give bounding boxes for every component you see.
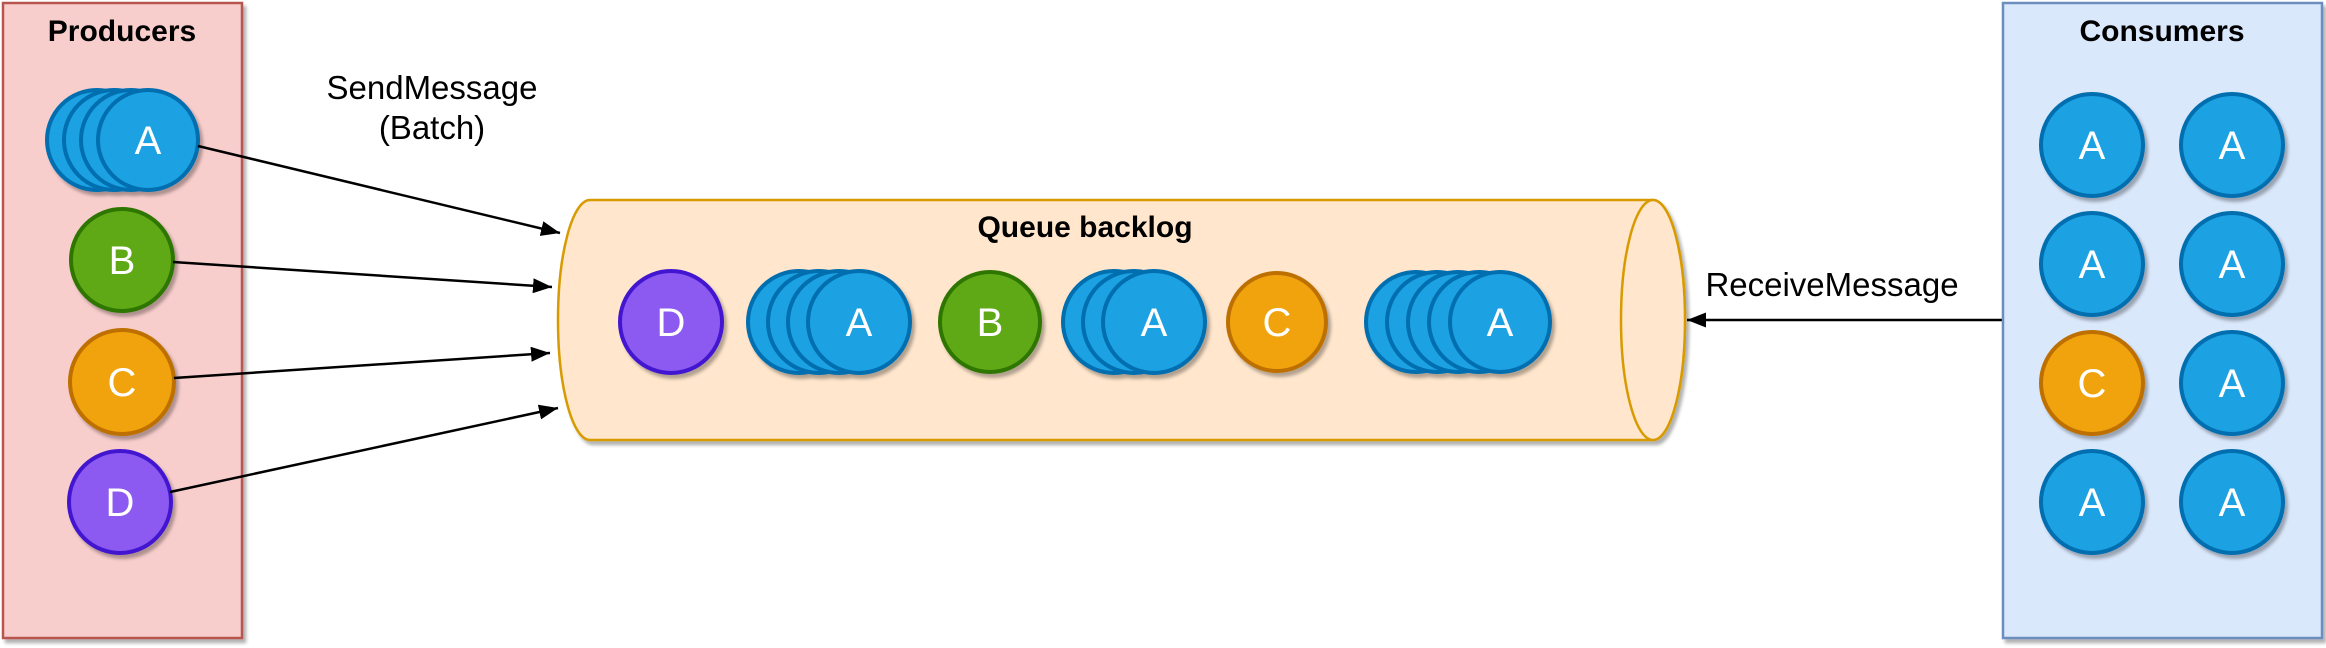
- queue-group: Queue backlog D A B A C: [556, 198, 1687, 442]
- node-circle: [67, 449, 173, 555]
- send-arrows-group: SendMessage (Batch): [169, 69, 561, 494]
- send-arrow-b: [172, 260, 553, 294]
- queue-item-a-stack-1: A: [746, 269, 912, 375]
- stack-circle-front: [1101, 269, 1207, 375]
- node-circle: [2179, 211, 2285, 317]
- consumer-node-label: A: [2079, 481, 2106, 525]
- consumer-node-label: C: [2078, 362, 2107, 406]
- consumer-node-3: A: [2039, 211, 2145, 317]
- node-circle: [2179, 330, 2285, 436]
- queue-item-label: C: [1263, 301, 1292, 345]
- producer-node-label: A: [135, 119, 162, 163]
- producer-node-b: B: [69, 207, 175, 313]
- send-arrow-d: [169, 404, 559, 494]
- node-circle: [69, 207, 175, 313]
- queue-title: Queue backlog: [977, 211, 1192, 244]
- consumer-node-8: A: [2179, 449, 2285, 555]
- send-arrow-c: [173, 346, 551, 380]
- queue-item-label: A: [1487, 301, 1514, 345]
- producer-node-c: C: [68, 328, 176, 436]
- producer-node-a-stack: A: [45, 88, 200, 192]
- node-circle: [618, 269, 724, 375]
- node-circle: [938, 270, 1042, 374]
- stack-circle-front: [96, 88, 200, 192]
- producer-node-d: D: [67, 449, 173, 555]
- node-circle: [68, 328, 176, 436]
- queue-item-label: A: [846, 301, 873, 345]
- consumer-node-2: A: [2179, 92, 2285, 198]
- send-message-label-line1: SendMessage: [327, 69, 538, 106]
- node-circle: [2039, 211, 2145, 317]
- queue-item-a-stack-3: A: [1364, 270, 1552, 374]
- consumer-node-label: A: [2219, 124, 2246, 168]
- node-circle: [2039, 449, 2145, 555]
- queue-item-c: C: [1226, 271, 1328, 373]
- consumer-node-label: A: [2079, 243, 2106, 287]
- node-circle: [2039, 92, 2145, 198]
- producers-group: Producers A B C D: [1, 1, 244, 640]
- node-circle: [2179, 449, 2285, 555]
- consumer-node-5: C: [2039, 330, 2145, 436]
- node-circle: [1226, 271, 1328, 373]
- node-circle: [2179, 92, 2285, 198]
- stack-circle-front: [1448, 270, 1552, 374]
- queue-item-a-stack-2: A: [1061, 269, 1207, 375]
- consumer-node-4: A: [2179, 211, 2285, 317]
- cylinder-cap: [1619, 198, 1687, 442]
- producers-title: Producers: [48, 15, 196, 48]
- queue-item-label: B: [977, 301, 1004, 345]
- consumers-title: Consumers: [2079, 15, 2244, 48]
- stack-circle-front: [806, 269, 912, 375]
- consumer-node-7: A: [2039, 449, 2145, 555]
- consumer-node-6: A: [2179, 330, 2285, 436]
- queue-item-d: D: [618, 269, 724, 375]
- producer-node-label: D: [106, 481, 135, 525]
- consumer-node-label: A: [2219, 481, 2246, 525]
- node-circle: [2039, 330, 2145, 436]
- receive-arrow-group: ReceiveMessage: [1687, 266, 2003, 328]
- consumers-box: [2001, 1, 2324, 640]
- producer-node-label: B: [109, 239, 136, 283]
- receive-message-label: ReceiveMessage: [1705, 266, 1958, 303]
- send-message-label-line2: (Batch): [379, 109, 485, 146]
- consumers-group: Consumers A A A A C A A: [2001, 1, 2324, 640]
- queue-item-b: B: [938, 270, 1042, 374]
- consumer-node-1: A: [2039, 92, 2145, 198]
- queue-item-label: D: [657, 301, 686, 345]
- queue-item-label: A: [1141, 301, 1168, 345]
- consumer-node-label: A: [2079, 124, 2106, 168]
- consumer-node-label: A: [2219, 362, 2246, 406]
- producer-node-label: C: [108, 361, 137, 405]
- consumer-node-label: A: [2219, 243, 2246, 287]
- send-arrow-a: [197, 144, 561, 236]
